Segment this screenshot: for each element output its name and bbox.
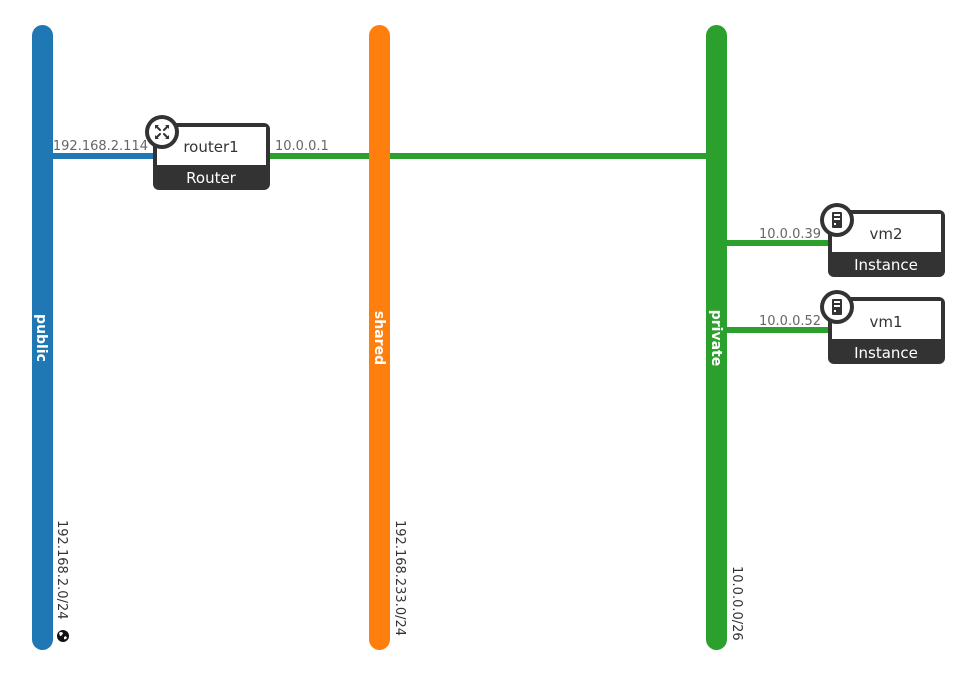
port-ip-label: 10.0.0.39: [759, 227, 821, 242]
device-name: vm1: [869, 313, 902, 331]
network-bar[interactable]: [369, 25, 390, 650]
router-node[interactable]: router1 Router: [145, 115, 270, 190]
port-ip-label: 10.0.0.1: [275, 139, 329, 154]
device-type: Instance: [854, 344, 918, 362]
device-type: Router: [186, 169, 237, 187]
instance-node-vm1[interactable]: vm1 Instance: [820, 290, 945, 364]
router-icon: [145, 115, 179, 149]
network-public[interactable]: public 192.168.2.0/24: [32, 25, 69, 650]
network-cidr: 192.168.2.0/24: [54, 520, 69, 620]
network-bar[interactable]: [706, 25, 727, 650]
network-name: private: [708, 310, 724, 367]
device-type: Instance: [854, 256, 918, 274]
network-name: public: [33, 314, 49, 362]
network-name: shared: [371, 311, 387, 365]
network-cidr: 192.168.233.0/24: [392, 520, 407, 636]
port-ip-label: 192.168.2.114: [53, 139, 148, 154]
device-name: vm2: [869, 225, 902, 243]
network-cidr: 10.0.0.0/26: [729, 566, 744, 641]
globe-icon: [57, 630, 69, 642]
server-icon: [820, 290, 854, 324]
device-name: router1: [183, 138, 238, 156]
port-ip-label: 10.0.0.52: [759, 314, 821, 329]
network-bar[interactable]: [32, 25, 53, 650]
server-icon: [820, 203, 854, 237]
network-private[interactable]: private 10.0.0.0/26: [706, 25, 744, 650]
instance-node-vm2[interactable]: vm2 Instance: [820, 203, 945, 277]
network-shared[interactable]: shared 192.168.233.0/24: [369, 25, 407, 650]
